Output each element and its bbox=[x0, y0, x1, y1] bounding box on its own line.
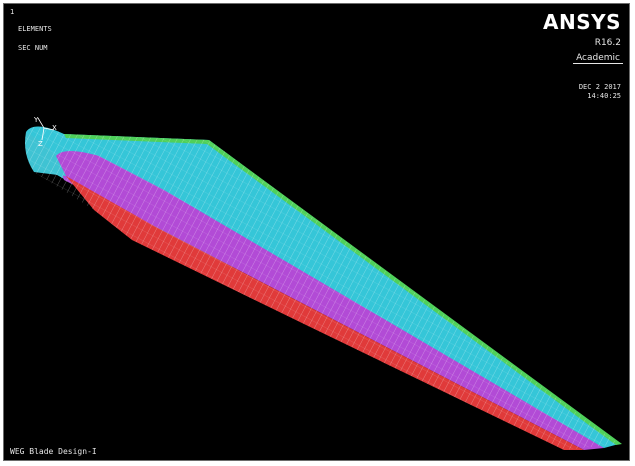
ansys-logo: ANSYS bbox=[542, 10, 621, 34]
plot-date: DEC 2 2017 bbox=[578, 83, 621, 91]
plot-title: WEG Blade Design-I bbox=[10, 447, 97, 456]
version-label: R16.2 bbox=[594, 38, 621, 48]
plot-type-label: ELEMENTS bbox=[18, 25, 52, 33]
plot-time: 14:40:25 bbox=[587, 92, 621, 100]
axis-x-label: X bbox=[52, 124, 57, 132]
coordinate-triad bbox=[37, 117, 55, 141]
window-number: 1 bbox=[10, 8, 15, 16]
element-numbering-label: SEC NUM bbox=[18, 44, 48, 52]
axis-y-label: Y bbox=[34, 116, 39, 124]
axis-z-label: Z bbox=[38, 140, 43, 148]
edition-label: Academic bbox=[573, 53, 623, 64]
graphics-viewport[interactable]: Y X Z 1 ELEMENTS SEC NUM ANSYS R16.2 Aca… bbox=[3, 3, 630, 461]
blade-mesh-plot bbox=[25, 117, 622, 450]
